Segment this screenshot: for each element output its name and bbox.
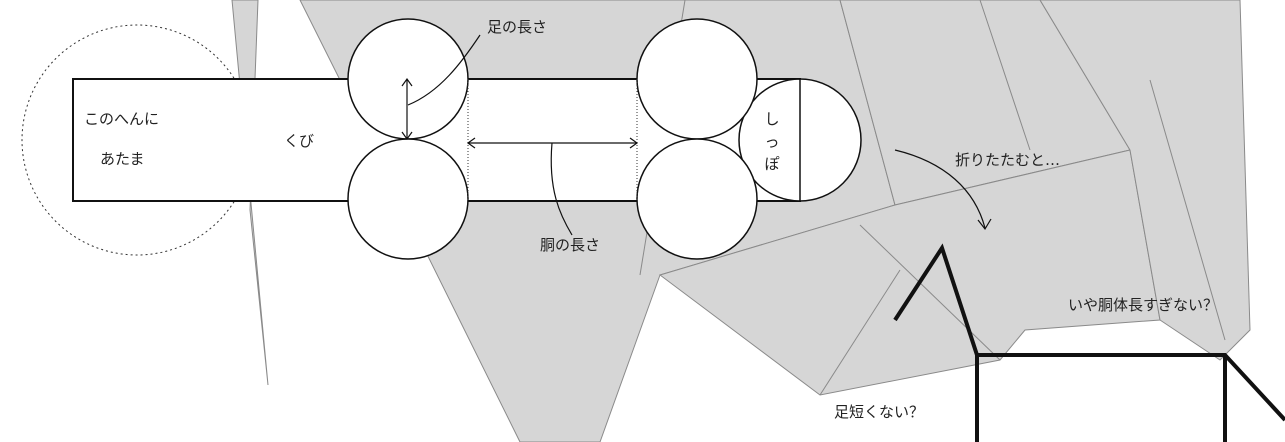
rear-leg-circle-bottom xyxy=(636,138,758,260)
leg-length-leader xyxy=(407,34,481,106)
front-leg-circle-top xyxy=(347,18,469,140)
tail-semicircle xyxy=(799,78,862,202)
origami-panel xyxy=(1039,0,1251,361)
rear-leg-circle-top xyxy=(636,18,758,140)
head-label-line2: あたま xyxy=(100,150,145,168)
folded-silhouette xyxy=(893,243,1285,442)
leg-length-label: 足の長さ xyxy=(487,18,548,36)
crease-line xyxy=(819,269,901,396)
torso-length-leader xyxy=(550,142,573,236)
fold-arrow xyxy=(894,149,992,231)
leg-length-arrow xyxy=(401,77,413,141)
crease-line xyxy=(1149,79,1226,341)
tail-inner-circle xyxy=(738,78,801,202)
torso-length-label: 胴の長さ xyxy=(540,236,601,254)
tail-label: しっぽ xyxy=(764,110,780,173)
front-leg-circle-bottom xyxy=(347,138,469,260)
head-label-line1: このへんに xyxy=(84,110,160,128)
fold-note-label: 折りたたむと… xyxy=(955,151,1061,169)
neck-label: くび xyxy=(284,132,315,150)
long-body-question: いや胴体長すぎない？ xyxy=(1068,296,1219,314)
crease-line xyxy=(859,224,1001,361)
short-legs-question: 足短くない？ xyxy=(834,403,925,421)
crease-line xyxy=(979,0,1031,151)
torso-length-arrow xyxy=(466,137,639,149)
